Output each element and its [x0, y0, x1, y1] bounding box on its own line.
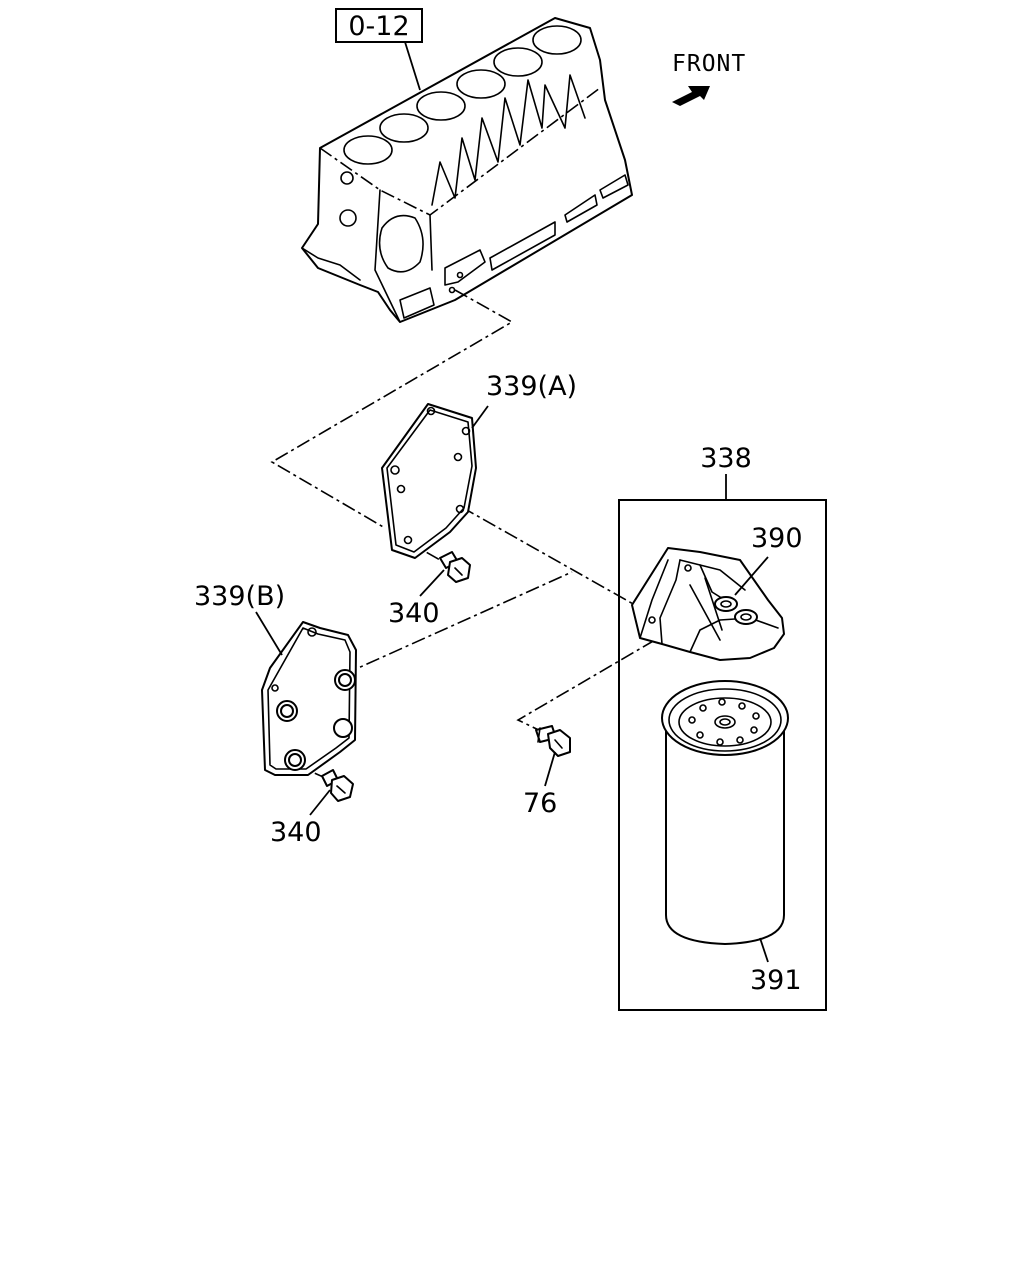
filter-element-391: [661, 680, 789, 945]
label-339b: 339(B): [194, 581, 285, 612]
label-76: 76: [523, 788, 557, 819]
label-390: 390: [751, 523, 803, 554]
part-labels: 338 339(A) 339(B) 340 340 390 391 76: [194, 371, 803, 996]
reference-box: 0-12: [335, 8, 423, 91]
bolt-76: [535, 725, 571, 757]
leader-lines: [255, 405, 769, 963]
gasket-339b: [261, 621, 357, 776]
label-338: 338: [700, 443, 752, 474]
label-339a: 339(A): [486, 371, 577, 402]
bolt-340-lower: [321, 769, 354, 802]
front-label: FRONT: [672, 51, 746, 77]
front-arrow-icon: [672, 86, 710, 106]
gasket-339a: [381, 403, 477, 559]
label-391: 391: [750, 965, 802, 996]
label-340-upper: 340: [388, 598, 440, 629]
assembly-box-338: [618, 474, 827, 1011]
filter-head-390: [631, 547, 785, 661]
bolt-340-upper: [439, 551, 471, 583]
reference-label: 0-12: [348, 11, 409, 42]
front-indicator: FRONT: [672, 51, 746, 106]
label-340-lower: 340: [270, 817, 322, 848]
engine-block: [301, 17, 633, 323]
